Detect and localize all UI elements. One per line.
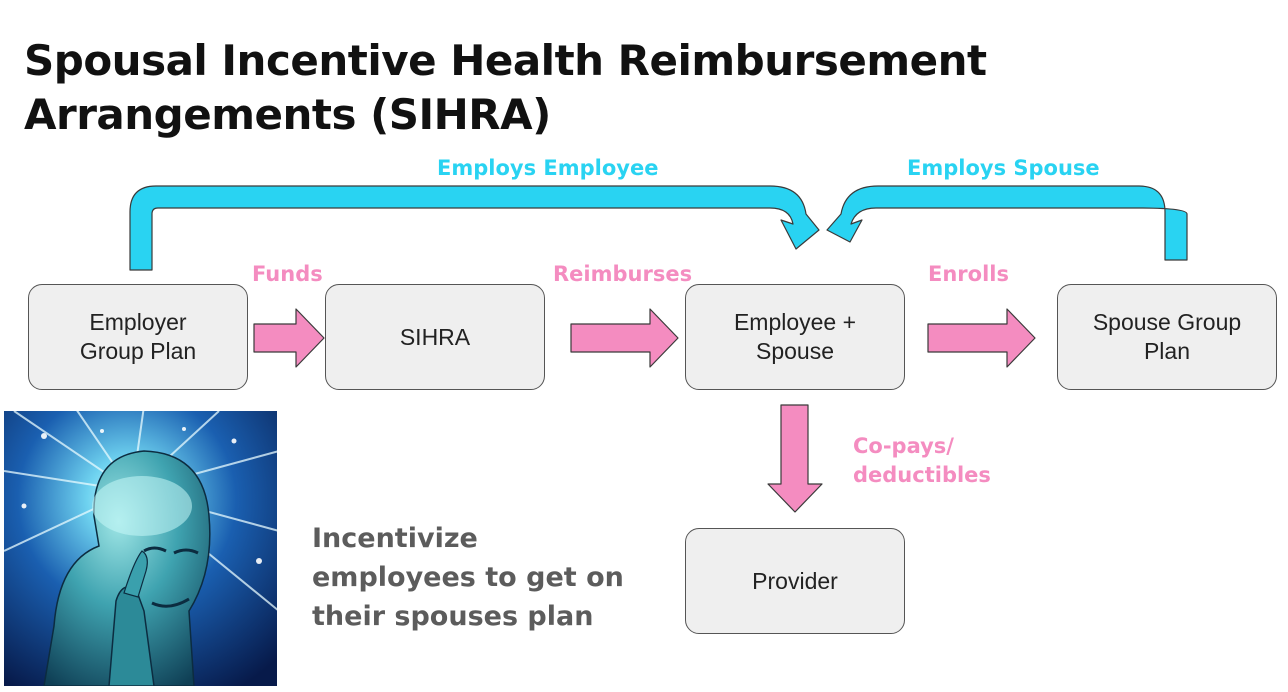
employs-spouse-label: Employs Spouse: [907, 156, 1100, 180]
copays-label: Co-pays/ deductibles: [853, 432, 991, 490]
tagline-line-1: Incentivize: [312, 523, 478, 554]
spouse-group-plan-line-2: Plan: [1143, 338, 1191, 364]
enrolls-label: Enrolls: [928, 262, 1009, 286]
spouse-group-plan-node: Spouse Group Plan: [1057, 284, 1277, 390]
title-line-1: Spousal Incentive Health Reimbursement: [24, 36, 987, 85]
funds-label: Funds: [252, 262, 323, 286]
title-line-2: Arrangements (SIHRA): [24, 90, 551, 139]
reimburses-label: Reimburses: [553, 262, 693, 286]
employer-group-plan-line-1: Employer: [89, 309, 187, 335]
employs-employee-label: Employs Employee: [437, 156, 659, 180]
employs-employee-arrow: [129, 185, 820, 271]
galaxy-brain-thinking-man-image: [4, 411, 277, 686]
enrolls-arrow: [927, 308, 1036, 368]
funds-arrow: [253, 308, 325, 368]
employer-group-plan-node: Employer Group Plan: [28, 284, 248, 390]
reimburses-arrow: [570, 308, 679, 368]
provider-label: Provider: [752, 567, 838, 594]
employer-group-plan-line-2: Group Plan: [79, 338, 197, 364]
copays-arrow: [767, 404, 823, 513]
employee-spouse-line-1: Employee +: [733, 309, 857, 335]
copays-label-line-1: Co-pays/: [853, 434, 954, 458]
diagram-title: Spousal Incentive Health Reimbursement A…: [24, 34, 987, 142]
employee-spouse-line-2: Spouse: [755, 338, 834, 364]
sihra-node: SIHRA: [325, 284, 545, 390]
provider-node: Provider: [685, 528, 905, 634]
employee-spouse-node: Employee + Spouse: [685, 284, 905, 390]
tagline: Incentivize employees to get on their sp…: [312, 519, 624, 636]
copays-label-line-2: deductibles: [853, 463, 991, 487]
tagline-line-2: employees to get on: [312, 562, 624, 593]
employs-spouse-arrow: [826, 185, 1188, 261]
tagline-line-3: their spouses plan: [312, 601, 594, 632]
spouse-group-plan-line-1: Spouse Group: [1092, 309, 1242, 335]
sihra-label: SIHRA: [399, 323, 471, 350]
